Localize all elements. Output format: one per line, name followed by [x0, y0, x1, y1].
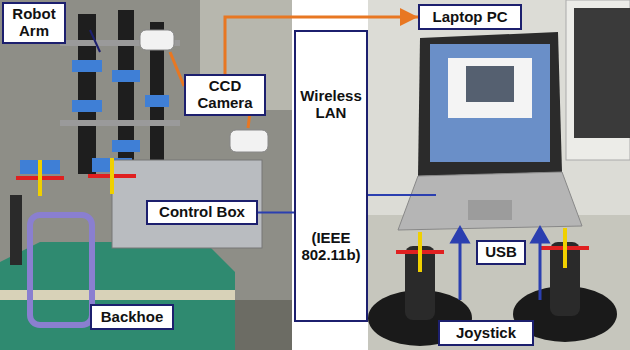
- link-label: Wireless LAN (IEEE 802.11b): [294, 30, 368, 322]
- desk: [368, 215, 630, 350]
- arm-joint: [145, 95, 169, 107]
- arm-joint: [72, 60, 102, 72]
- lever: [10, 195, 22, 265]
- touchpad: [468, 200, 512, 220]
- window: [448, 58, 532, 118]
- motion-arrows: [16, 158, 136, 196]
- backhoe-body: [0, 242, 235, 350]
- label-text: Joystick: [456, 325, 516, 342]
- part-label: Control Box: [146, 200, 258, 225]
- leader-line: [90, 30, 100, 52]
- part-label: Joystick: [438, 320, 534, 346]
- control-box-body: [112, 160, 262, 248]
- motion-arrows: [396, 228, 589, 272]
- desk-background: [368, 0, 630, 350]
- wireless-link: [364, 194, 436, 196]
- label-text: CCD Camera: [189, 78, 261, 112]
- part-label: Laptop PC: [418, 4, 522, 30]
- usb-arrows: [452, 228, 548, 300]
- label-text: Wireless LAN: [299, 88, 363, 122]
- part-label: Robot Arm: [2, 2, 66, 44]
- backhoe-stripe: [0, 290, 235, 300]
- camera: [230, 130, 268, 152]
- arm-joint: [112, 140, 140, 152]
- monitor: [566, 0, 630, 160]
- camera: [140, 30, 174, 50]
- part-label: Backhoe: [90, 304, 174, 330]
- label-text: USB: [485, 244, 517, 261]
- label-text: Robot Arm: [7, 6, 61, 40]
- camera-view: [466, 66, 514, 102]
- laptop-lid: [418, 32, 562, 176]
- connector: [258, 211, 294, 213]
- arm-frame: [60, 120, 180, 126]
- arm-joint: [112, 70, 140, 82]
- arm-joint: [72, 100, 102, 112]
- wall: [0, 0, 292, 350]
- part-label: CCD Camera: [184, 74, 266, 116]
- leader-line: [170, 52, 184, 86]
- part-label: USB: [476, 240, 526, 265]
- monitor-screen: [574, 8, 630, 138]
- label-text: Backhoe: [101, 309, 164, 326]
- label-text: Control Box: [159, 204, 245, 221]
- label-text: Laptop PC: [433, 9, 508, 26]
- laptop-screen: [430, 44, 550, 162]
- label-text: (IEEE 802.11b): [299, 230, 363, 264]
- backhoe-frame: [30, 215, 92, 325]
- laptop-base: [398, 172, 582, 230]
